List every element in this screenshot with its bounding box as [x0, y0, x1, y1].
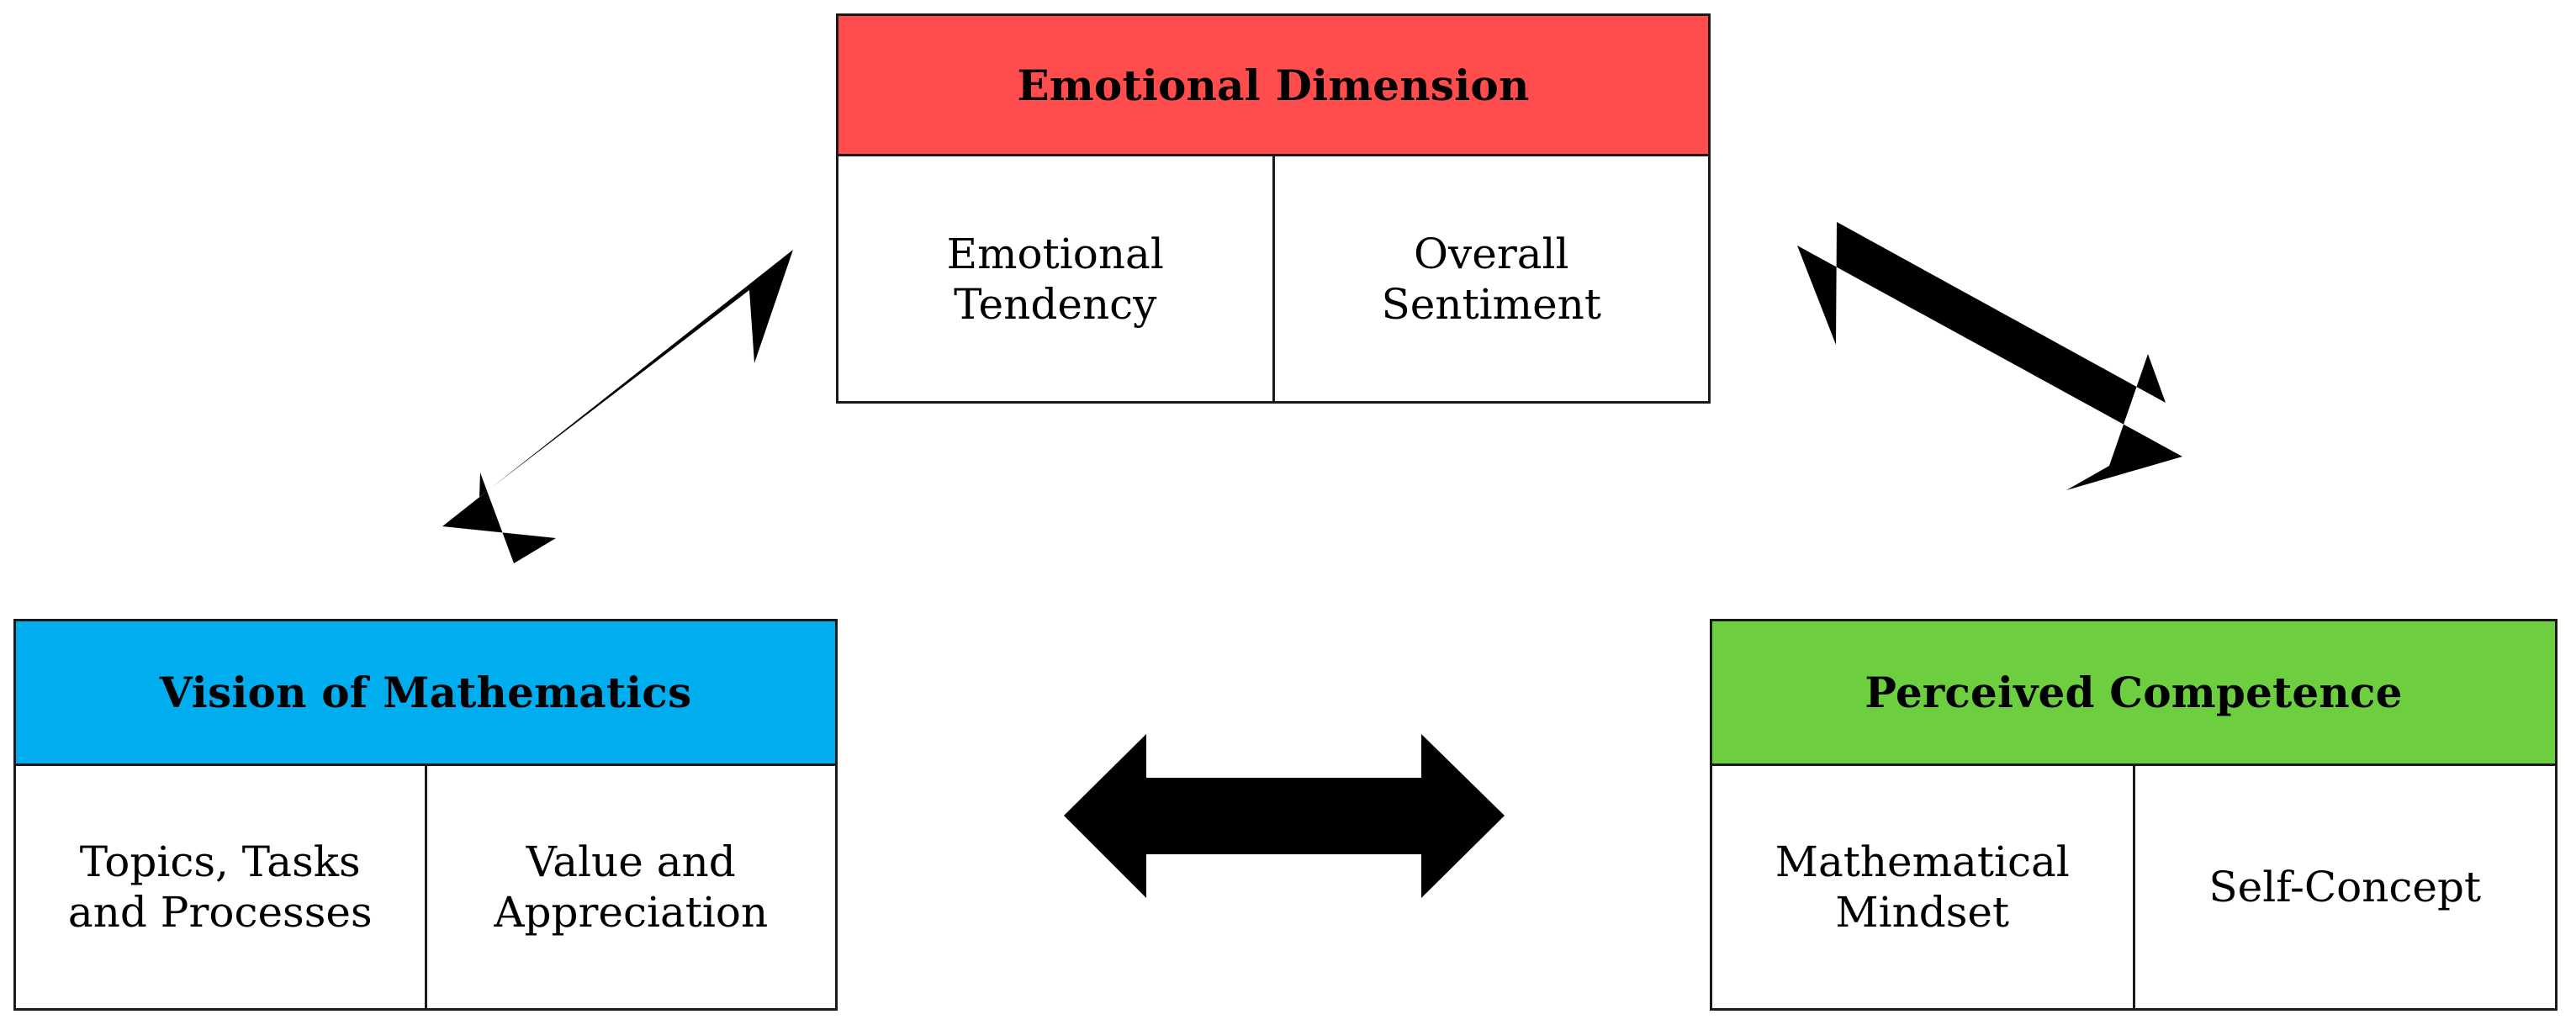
perceived-competence-body: Mathematical Mindset Self-Concept	[1712, 766, 2555, 1008]
vision-of-mathematics-body: Topics, Tasks and Processes Value and Ap…	[16, 766, 835, 1008]
emotional-dimension-box: Emotional Dimension Emotional Tendency O…	[836, 13, 1711, 404]
emotional-dimension-header: Emotional Dimension	[838, 16, 1708, 156]
topics-tasks-processes-cell: Topics, Tasks and Processes	[16, 766, 425, 1008]
perceived-competence-box: Perceived Competence Mathematical Mindse…	[1710, 619, 2557, 1011]
mathematical-mindset-cell: Mathematical Mindset	[1712, 766, 2133, 1008]
perceived-competence-header: Perceived Competence	[1712, 621, 2555, 766]
emotional-dimension-body: Emotional Tendency Overall Sentiment	[838, 156, 1708, 401]
perceived-competence-title: Perceived Competence	[1865, 668, 2403, 717]
vision-of-mathematics-title: Vision of Mathematics	[159, 668, 692, 717]
value-appreciation-cell: Value and Appreciation	[424, 766, 836, 1008]
arrow-emotional-competence	[1797, 222, 2182, 490]
vision-of-mathematics-header: Vision of Mathematics	[16, 621, 835, 766]
self-concept-cell: Self-Concept	[2132, 766, 2556, 1008]
overall-sentiment-cell: Overall Sentiment	[1272, 156, 1709, 401]
emotional-dimension-title: Emotional Dimension	[1017, 60, 1530, 110]
emotional-tendency-label: Emotional Tendency	[946, 229, 1164, 329]
arrow-vision-competence	[1064, 734, 1505, 898]
vision-of-mathematics-box: Vision of Mathematics Topics, Tasks and …	[13, 619, 838, 1011]
value-appreciation-label: Value and Appreciation	[494, 837, 769, 937]
self-concept-label: Self-Concept	[2208, 863, 2482, 911]
overall-sentiment-label: Overall Sentiment	[1381, 229, 1601, 329]
mathematical-mindset-label: Mathematical Mindset	[1775, 837, 2070, 937]
emotional-tendency-cell: Emotional Tendency	[838, 156, 1272, 401]
topics-tasks-processes-label: Topics, Tasks and Processes	[67, 837, 373, 937]
arrow-vision-emotional	[442, 250, 793, 563]
